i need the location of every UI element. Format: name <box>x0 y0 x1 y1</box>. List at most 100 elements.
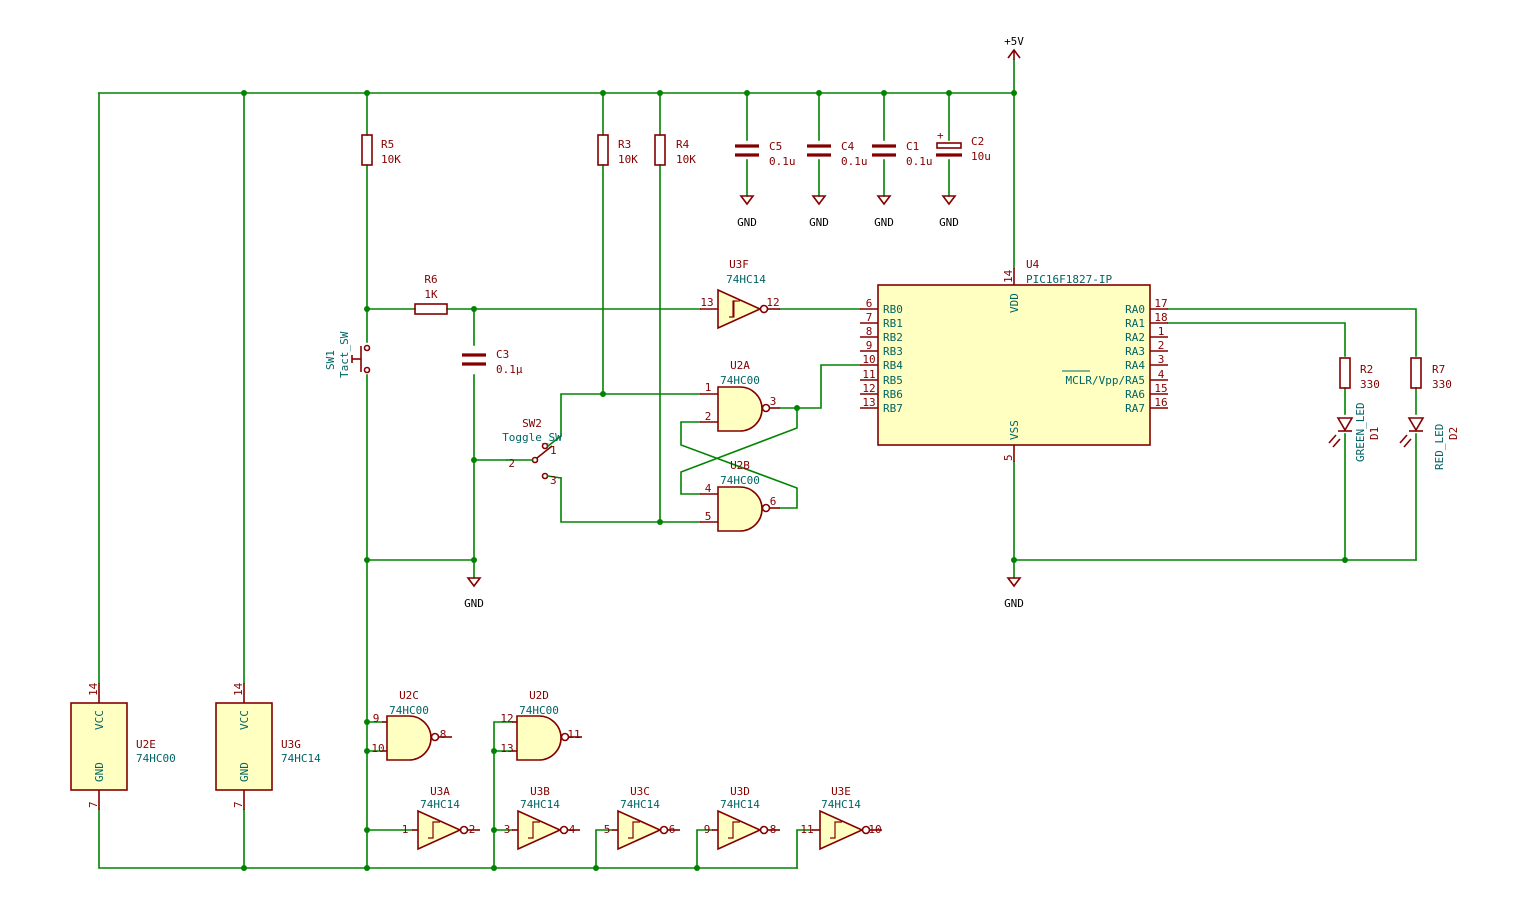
svg-text:2: 2 <box>1158 339 1165 352</box>
resistor-r7: R7 330 <box>1410 357 1452 391</box>
svg-text:C2: C2 <box>971 135 984 148</box>
svg-text:1: 1 <box>1158 325 1165 338</box>
svg-text:RA3: RA3 <box>1125 345 1145 358</box>
mcu-left-pins: 6 7 8 9 10 11 12 13 RB0 RB1 RB2 RB3 RB4 … <box>860 297 903 415</box>
nand-u2c: U2C 74HC00 9 10 8 <box>371 689 452 761</box>
svg-text:RB7: RB7 <box>883 402 903 415</box>
svg-text:GND: GND <box>238 762 251 782</box>
inverter-u3a: U3A 74HC14 1 2 <box>402 785 480 851</box>
svg-text:C4: C4 <box>841 140 855 153</box>
svg-text:4: 4 <box>569 823 576 836</box>
svg-text:RB5: RB5 <box>883 374 903 387</box>
svg-text:RA0: RA0 <box>1125 303 1145 316</box>
svg-text:U2E: U2E <box>136 738 156 751</box>
svg-text:Toggle_SW: Toggle_SW <box>502 431 562 444</box>
capacitor-c3: C3 0.1μ <box>462 348 523 376</box>
svg-text:GND: GND <box>809 216 829 229</box>
svg-text:C1: C1 <box>906 140 919 153</box>
svg-text:10K: 10K <box>676 153 696 166</box>
svg-text:U3G: U3G <box>281 738 301 751</box>
svg-text:74HC14: 74HC14 <box>620 798 660 811</box>
svg-text:U3E: U3E <box>831 785 851 798</box>
svg-text:10: 10 <box>868 823 881 836</box>
svg-text:VCC: VCC <box>93 710 106 730</box>
inverter-u3f: U3F 74HC14 13 12 <box>700 258 780 330</box>
svg-text:9: 9 <box>866 339 873 352</box>
svg-text:U3F: U3F <box>729 258 749 271</box>
svg-text:GND: GND <box>93 762 106 782</box>
svg-text:C5: C5 <box>769 140 782 153</box>
svg-text:7: 7 <box>232 801 245 808</box>
svg-text:13: 13 <box>700 296 713 309</box>
inverter-u3d: U3D 74HC14 9 8 <box>704 785 780 851</box>
power-unit-u3g: 14 7 VCC GND U3G 74HC14 <box>215 682 321 810</box>
svg-text:8: 8 <box>770 823 777 836</box>
svg-text:8: 8 <box>866 325 873 338</box>
svg-text:10: 10 <box>862 353 875 366</box>
svg-text:330: 330 <box>1360 378 1380 391</box>
svg-text:RB3: RB3 <box>883 345 903 358</box>
svg-text:74HC00: 74HC00 <box>720 474 760 487</box>
svg-text:GND: GND <box>874 216 894 229</box>
led-d1: GREEN_LED D1 <box>1328 402 1381 462</box>
svg-text:11: 11 <box>800 823 813 836</box>
gnd-symbol-c1: GND <box>874 195 894 229</box>
svg-text:Tact_SW: Tact_SW <box>338 331 351 378</box>
svg-text:6: 6 <box>866 297 873 310</box>
svg-text:GND: GND <box>464 597 484 610</box>
inverter-u3b: U3B 74HC14 3 4 <box>504 785 580 851</box>
resistor-r6: R6 1K <box>414 273 448 315</box>
svg-text:74HC00: 74HC00 <box>389 704 429 717</box>
capacitor-c5: C5 0.1u <box>735 140 796 168</box>
svg-text:R4: R4 <box>676 138 690 151</box>
capacitor-c1: C1 0.1u <box>872 140 933 168</box>
svg-text:1K: 1K <box>424 288 438 301</box>
svg-text:74HC14: 74HC14 <box>821 798 861 811</box>
svg-text:GND: GND <box>737 216 757 229</box>
svg-text:RA4: RA4 <box>1125 359 1145 372</box>
svg-text:74HC00: 74HC00 <box>519 704 559 717</box>
wires <box>98 59 1417 869</box>
svg-text:3: 3 <box>504 823 511 836</box>
power-unit-u2e: 14 7 VCC GND U2E 74HC00 <box>70 682 176 810</box>
svg-text:74HC14: 74HC14 <box>281 752 321 765</box>
switch-sw2: SW2 Toggle_SW 2 1 3 <box>502 417 562 487</box>
svg-text:11: 11 <box>862 368 875 381</box>
svg-text:RA2: RA2 <box>1125 331 1145 344</box>
svg-text:U3A: U3A <box>430 785 450 798</box>
svg-text:R7: R7 <box>1432 363 1445 376</box>
svg-text:D2: D2 <box>1447 427 1460 440</box>
svg-text:7: 7 <box>87 801 100 808</box>
svg-text:74HC14: 74HC14 <box>726 273 766 286</box>
svg-text:74HC14: 74HC14 <box>720 798 760 811</box>
svg-text:RB4: RB4 <box>883 359 903 372</box>
svg-text:12: 12 <box>766 296 779 309</box>
svg-text:U4: U4 <box>1026 258 1040 271</box>
svg-text:RED_LED: RED_LED <box>1433 424 1446 470</box>
resistor-r4: R4 10K <box>654 134 696 166</box>
svg-text:4: 4 <box>1158 368 1165 381</box>
svg-text:16: 16 <box>1154 396 1167 409</box>
svg-text:3: 3 <box>550 474 557 487</box>
svg-text:14: 14 <box>232 682 245 696</box>
svg-text:6: 6 <box>770 495 777 508</box>
svg-text:RA7: RA7 <box>1125 402 1145 415</box>
capacitor-c2: + C2 10u <box>936 129 991 163</box>
svg-text:U3B: U3B <box>530 785 550 798</box>
svg-text:U2A: U2A <box>730 359 750 372</box>
svg-text:5: 5 <box>604 823 611 836</box>
mcu-right-pins: 17 18 1 2 3 4 15 16 RA0 RA1 RA2 RA3 RA4 … <box>1062 297 1168 415</box>
svg-text:1: 1 <box>550 444 557 457</box>
inverter-u3c: U3C 74HC14 5 6 <box>604 785 680 851</box>
svg-text:0.1u: 0.1u <box>906 155 933 168</box>
svg-text:0.1u: 0.1u <box>841 155 868 168</box>
svg-text:10: 10 <box>371 742 384 755</box>
svg-text:SW1: SW1 <box>324 350 337 370</box>
svg-text:R3: R3 <box>618 138 631 151</box>
svg-text:C3: C3 <box>496 348 509 361</box>
svg-text:PIC16F1827-IP: PIC16F1827-IP <box>1026 273 1112 286</box>
gnd-symbol-c3: GND <box>464 577 484 610</box>
svg-text:U2D: U2D <box>529 689 549 702</box>
svg-text:13: 13 <box>500 742 513 755</box>
